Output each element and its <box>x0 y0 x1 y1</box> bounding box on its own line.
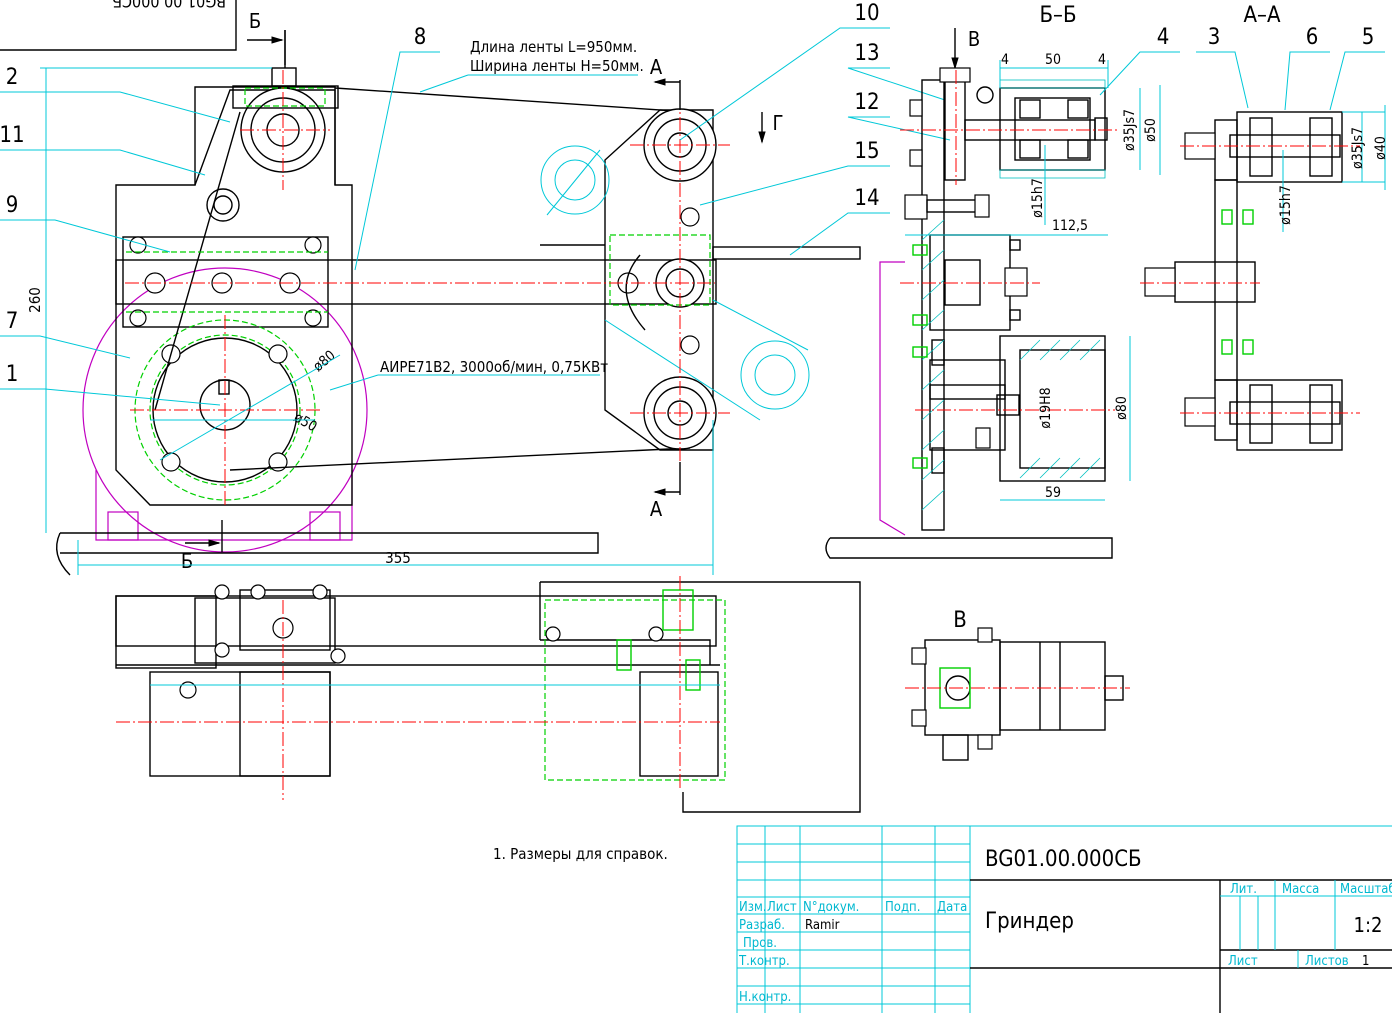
title-block-headers-ndoc-label: N°докум. <box>803 900 859 915</box>
part-numbers-p13-label: 13 <box>854 41 879 66</box>
title-block-sheet-label: Лист <box>1228 954 1258 969</box>
title-block-headers-izm-label: Изм. <box>739 900 767 915</box>
title-block-rows-razrab-label: Разраб. <box>739 918 785 933</box>
title-block-rows-razrab-value-label: Ramir <box>805 918 840 933</box>
title-block-masshtab-label: Масштаб <box>1340 882 1392 897</box>
section-mark-a-bottom: А <box>650 462 681 521</box>
part-numbers-p3-label: 3 <box>1208 25 1221 50</box>
title-block-sheets-value-label: 1 <box>1362 954 1369 969</box>
title-block-rows-nkontr-label: Н.контр. <box>739 990 791 1005</box>
view-v: В <box>905 608 1130 761</box>
title-block-headers-list-label: Лист <box>767 900 797 915</box>
part-numbers-p6-label: 6 <box>1306 25 1319 50</box>
section-marks-b-label: Б <box>181 549 193 573</box>
section-marks-b-label: Б <box>249 9 261 33</box>
section-aa-title: А–А <box>1244 3 1281 28</box>
dim-overall-width: 355 <box>77 420 714 575</box>
section-marks-v-label: В <box>968 27 980 51</box>
plan-view <box>115 576 861 813</box>
part-numbers-p15-label: 15 <box>854 139 879 164</box>
title-doc-code: BG01.00.000СБ <box>985 847 1142 872</box>
dimensions-bb-d50-label: ø50 <box>1143 118 1159 142</box>
belt-length-note: Длина ленты L=950мм. <box>470 38 637 56</box>
dimensions-bb-4b-label: 4 <box>1098 52 1106 68</box>
dimensions-overall-width-label: 355 <box>385 549 411 567</box>
part-numbers-p4-label: 4 <box>1157 25 1170 50</box>
corner-stamp: BG01.00.000СБ <box>0 0 237 51</box>
dimensions-bb-4a-label: 4 <box>1001 52 1009 68</box>
mirrored-doc-code: BG01.00.000СБ <box>112 0 226 11</box>
section-bb-title: Б–Б <box>1039 3 1076 28</box>
part-numbers-p10-label: 10 <box>854 1 879 26</box>
dimensions-aa-d40-label: ø40 <box>1373 136 1389 160</box>
part-callouts-left: 2 11 9 7 1 <box>0 65 231 406</box>
title-block: BG01.00.000СБ Гриндер Изм. Лист N°докум.… <box>736 825 1392 1013</box>
dimensions-bb-112-label: 112,5 <box>1052 218 1088 234</box>
dimensions-aa-d15-label: ø15h7 <box>1278 185 1294 225</box>
dimensions-bb-d80-label: ø80 <box>1114 396 1130 420</box>
general-note: 1. Размеры для справок. <box>493 845 668 863</box>
section-aa: А–А 3 6 5 ø35Js7 <box>1140 3 1389 451</box>
dimensions-bb-50-label: 50 <box>1045 52 1061 68</box>
section-marks-a-label: А <box>650 497 663 521</box>
belt-width-note: Ширина ленты H=50мм. <box>470 57 644 75</box>
title-block-headers-data-label: Дата <box>937 900 967 915</box>
part-numbers-p8-label: 8 <box>414 25 427 50</box>
section-marks-a-label: А <box>650 55 663 79</box>
part-numbers-p2-label: 2 <box>6 65 19 90</box>
part-numbers-p12-label: 12 <box>854 90 879 115</box>
title-block-massa-label: Масса <box>1282 882 1319 897</box>
part-numbers-p7-label: 7 <box>6 309 19 334</box>
dimensions-overall-height-label: 260 <box>26 287 44 313</box>
section-mark-b-bottom: Б <box>181 520 223 573</box>
part-numbers-p11-label: 11 <box>0 123 25 148</box>
dimensions-d80-label: ø80 <box>310 348 338 376</box>
main-view: Б Б А А Г АИРЕ71В2, 3000об/мин, 0,75КВт <box>0 1 951 576</box>
part-numbers-p9-label: 9 <box>6 193 19 218</box>
part-callouts-top: 8 10 13 12 15 14 <box>354 1 951 271</box>
section-bb: Б–Б В <box>825 3 1180 559</box>
dim-overall-height: 260 <box>26 67 272 533</box>
view-v-title: В <box>953 608 967 633</box>
view-mark-g: Г <box>758 111 784 144</box>
title-block-lit-label: Лит. <box>1230 882 1257 897</box>
title-block-sheets-label-label: Листов <box>1305 954 1349 969</box>
title-block-scale-label: 1:2 <box>1354 913 1383 937</box>
part-numbers-p14-label: 14 <box>854 186 879 211</box>
section-mark-a-top: А <box>650 55 681 110</box>
part-numbers-p1-label: 1 <box>6 362 19 387</box>
title-block-rows-prov-label: Пров. <box>743 936 777 951</box>
section-marks-g-label: Г <box>773 111 784 135</box>
dimensions-bb-d19-label: ø19H8 <box>1038 387 1054 428</box>
dimensions-bb-d35-label: ø35Js7 <box>1122 109 1138 151</box>
part-numbers-p5-label: 5 <box>1362 25 1375 50</box>
section-mark-b-top: Б <box>247 9 286 65</box>
dimensions-bb-d15-label: ø15h7 <box>1030 178 1046 218</box>
title-name: Гриндер <box>985 909 1074 934</box>
dimensions-aa-d35-label: ø35Js7 <box>1350 127 1366 169</box>
motor-label: АИРЕ71В2, 3000об/мин, 0,75КВт <box>380 358 608 376</box>
title-block-rows-tkontr-label: Т.контр. <box>738 954 790 969</box>
dimensions-bb-59-label: 59 <box>1045 485 1061 501</box>
title-block-headers-podp-label: Подп. <box>885 900 920 915</box>
